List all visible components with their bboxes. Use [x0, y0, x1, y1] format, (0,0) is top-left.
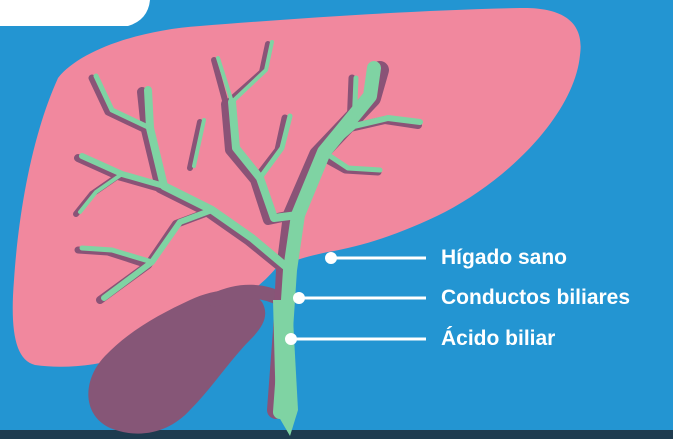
- leader-dot-healthy-liver: [327, 254, 336, 263]
- label-healthy-liver: Hígado sano: [441, 247, 567, 268]
- label-bile-acid: Ácido biliar: [441, 328, 555, 349]
- dark-bottom-band: [0, 430, 673, 439]
- label-bile-ducts: Conductos biliares: [441, 287, 630, 308]
- leader-dot-bile-ducts: [295, 294, 304, 303]
- leader-dot-bile-acid: [287, 335, 296, 344]
- white-corner-card: [0, 0, 150, 26]
